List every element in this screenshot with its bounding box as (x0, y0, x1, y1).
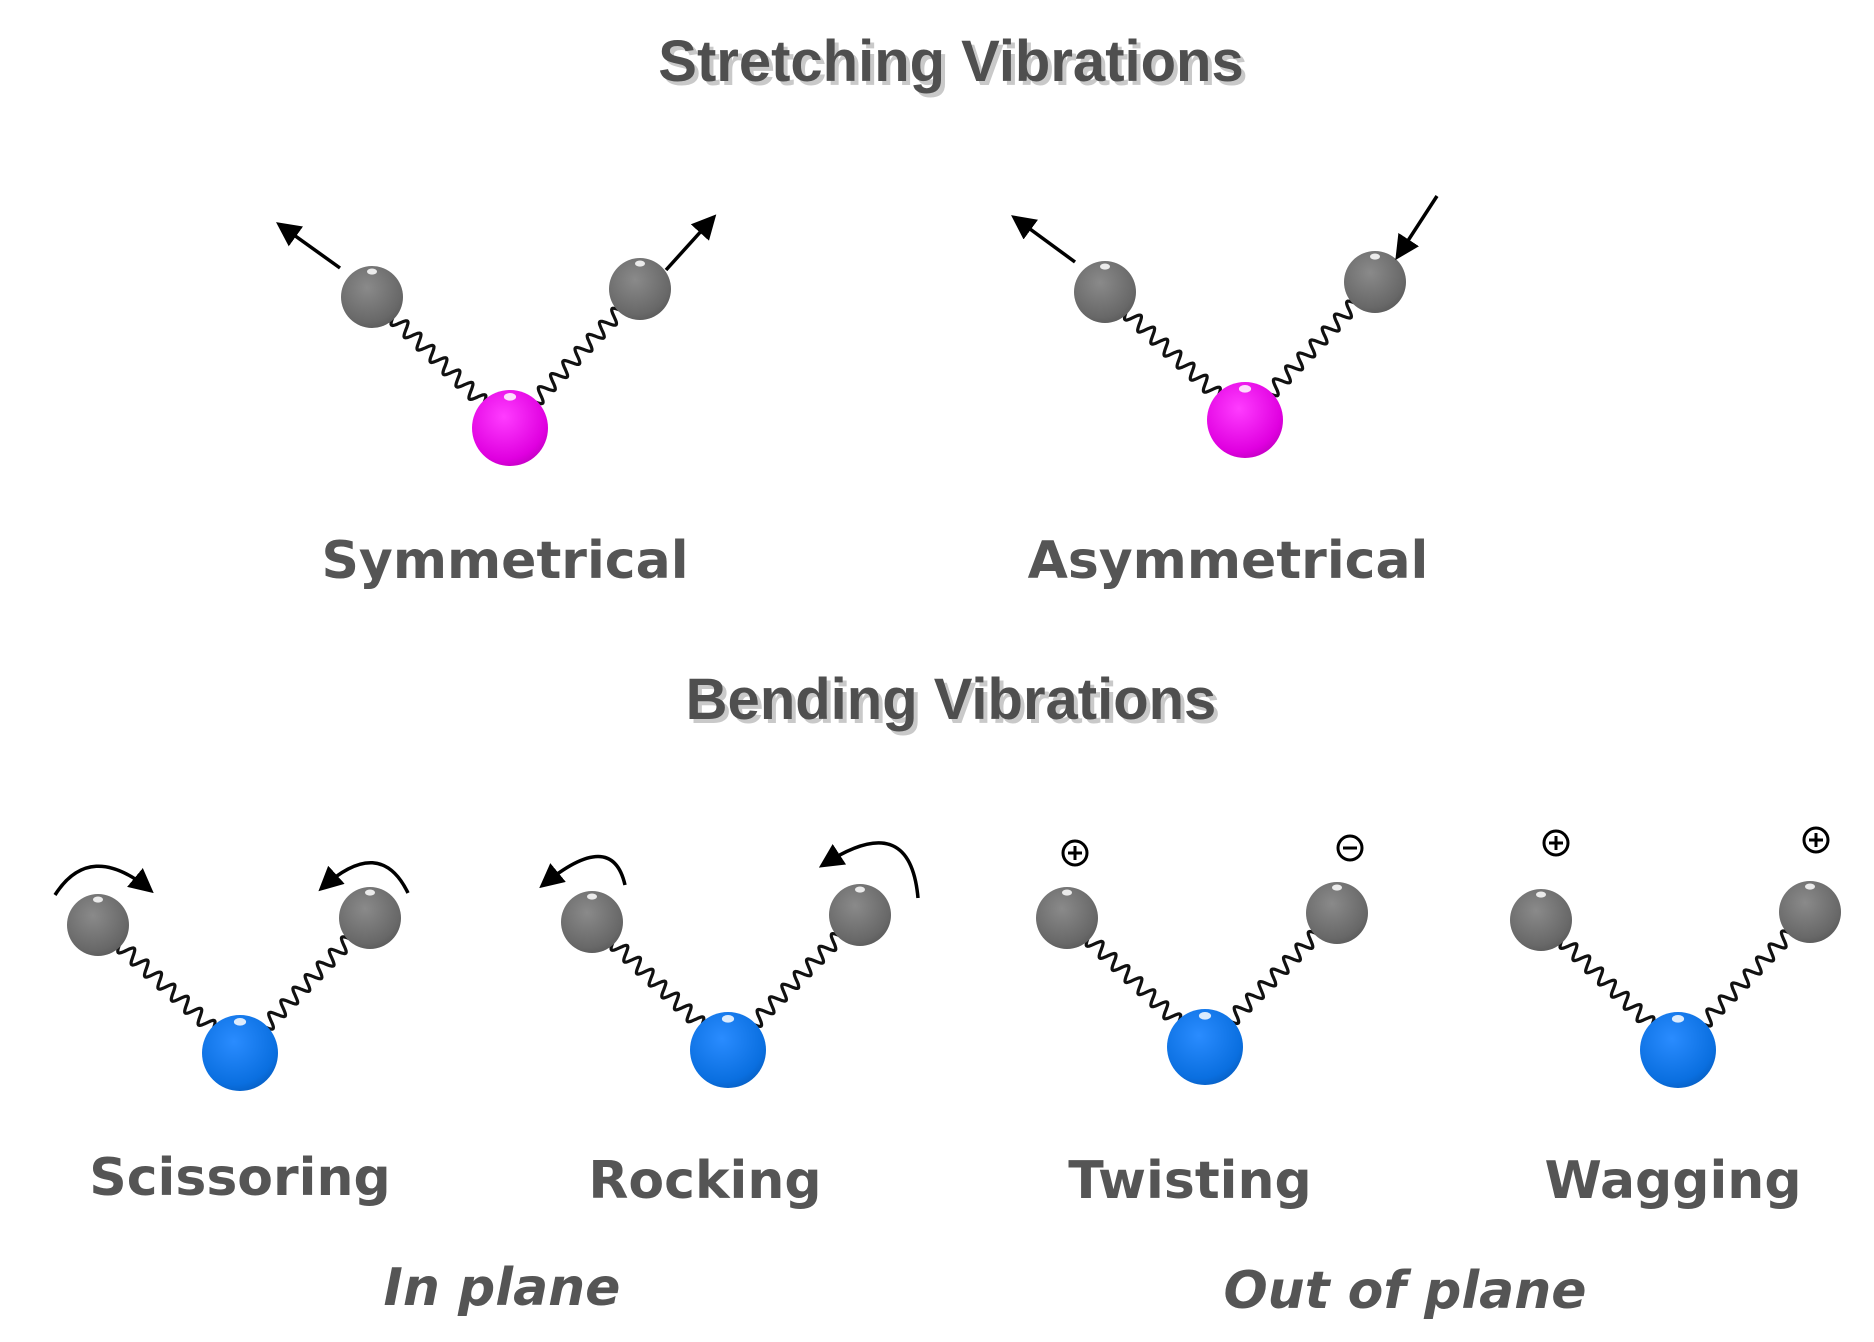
left-bond-spring (116, 942, 217, 1031)
bending-heading: Bending Vibrations (686, 667, 1217, 732)
twisting-label: Twisting (1068, 1151, 1312, 1211)
left-bond-spring (1558, 938, 1656, 1027)
stretching-heading-shadow: Stretching Vibrations (662, 33, 1247, 98)
rocking-arcs (539, 841, 920, 899)
outer-atom-right (1779, 881, 1841, 943)
outer-atom-left (1074, 261, 1136, 323)
right-outward-arrow (664, 214, 717, 272)
in-plane-label: In plane (384, 1258, 621, 1318)
outer-atom-left (1036, 887, 1098, 949)
left-bond-spring (609, 940, 706, 1027)
symmetrical-molecule (341, 258, 671, 466)
scissoring-label: Scissoring (89, 1148, 390, 1208)
outer-atom-right (609, 258, 671, 320)
right-bond-spring (1701, 929, 1792, 1028)
plus-charge (1061, 839, 1089, 867)
outer-atom-left (1510, 889, 1572, 951)
right-bond-spring (1268, 299, 1357, 398)
right-bond-spring (751, 932, 842, 1028)
central-atom (202, 1015, 278, 1091)
asymmetrical-label: Asymmetrical (1028, 531, 1429, 591)
right-inward-arrow (1395, 195, 1439, 261)
left-outward-arrow (276, 222, 342, 270)
scissoring-arcs (53, 861, 410, 896)
rocking-label: Rocking (588, 1151, 821, 1211)
rocking-molecule (561, 884, 891, 1088)
outer-atom-right (1344, 251, 1406, 313)
asymmetrical-molecule (1074, 251, 1406, 458)
stretching-heading: Stretching Vibrations (658, 29, 1243, 94)
plus-charge (1802, 826, 1830, 854)
outer-atom-left (341, 266, 403, 328)
counterclockwise-arc-arrow (318, 861, 410, 894)
stretching-heading-group: Stretching Vibrations Stretching Vibrati… (658, 29, 1247, 98)
right-bond-spring (533, 306, 622, 406)
asymmetrical-arrows (1011, 195, 1439, 264)
out-of-plane-label: Out of plane (1223, 1261, 1586, 1321)
left-bond-spring (1122, 310, 1222, 398)
wagging-label: Wagging (1544, 1151, 1801, 1211)
central-atom (1640, 1012, 1716, 1088)
right-bond-spring (263, 935, 352, 1031)
right-bond-spring (1228, 929, 1319, 1026)
central-atom (1167, 1009, 1243, 1085)
wagging-charges (1542, 826, 1830, 857)
symmetrical-label: Symmetrical (321, 531, 688, 591)
twisting-molecule (1036, 882, 1368, 1085)
wagging-molecule (1510, 881, 1841, 1088)
bending-heading-group: Bending Vibrations Bending Vibrations (686, 667, 1221, 736)
left-bond-spring (1084, 936, 1183, 1024)
central-atom (690, 1012, 766, 1088)
outer-atom-right (1306, 882, 1368, 944)
scissoring-molecule (67, 887, 401, 1091)
left-bond-spring (389, 315, 488, 405)
bending-heading-shadow: Bending Vibrations (690, 671, 1221, 736)
twisting-charges (1061, 834, 1364, 867)
counterclockwise-arc-arrow (539, 854, 627, 889)
minus-charge (1336, 834, 1364, 862)
central-atom (1207, 382, 1283, 458)
outer-atom-left (561, 891, 623, 953)
plus-charge (1542, 829, 1570, 857)
outer-atom-right (829, 884, 891, 946)
central-atom (472, 390, 548, 466)
counterclockwise-arc-arrow (818, 841, 920, 899)
outer-atom-left (67, 894, 129, 956)
clockwise-arc-arrow (53, 864, 154, 896)
symmetrical-arrows (276, 214, 717, 272)
outer-atom-right (339, 887, 401, 949)
molecules-layer (67, 251, 1841, 1091)
left-outward-arrow (1011, 215, 1077, 264)
